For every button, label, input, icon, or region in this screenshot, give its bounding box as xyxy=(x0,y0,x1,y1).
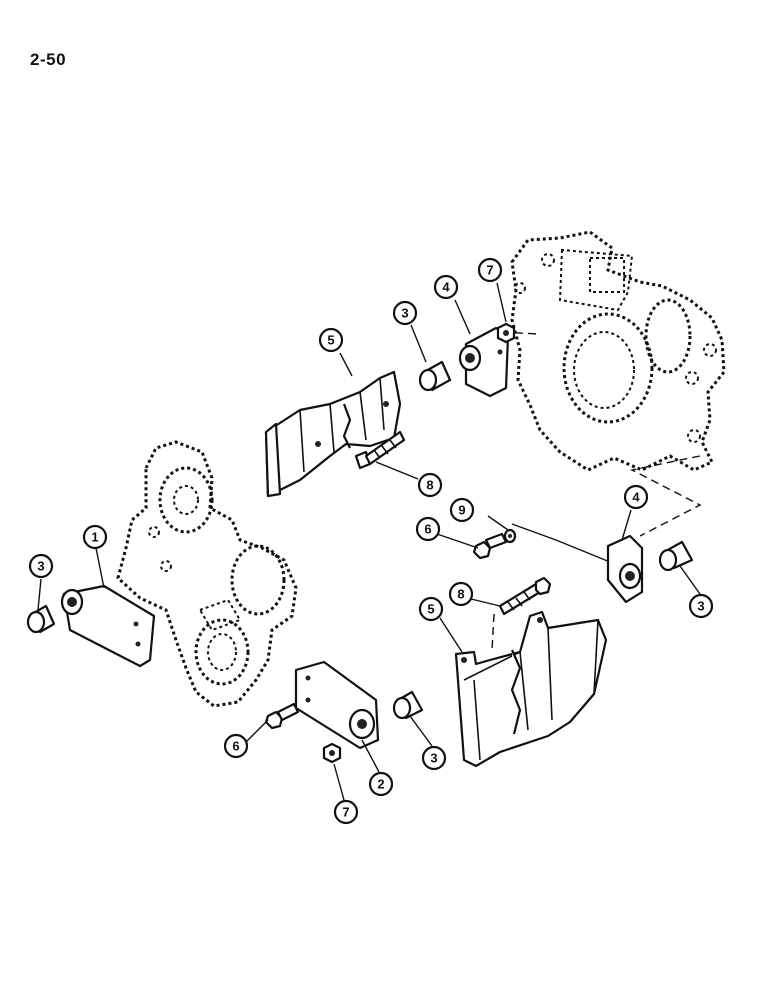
callout-3: 3 xyxy=(28,553,54,579)
svg-text:8: 8 xyxy=(457,587,464,602)
svg-text:3: 3 xyxy=(697,599,704,614)
svg-text:4: 4 xyxy=(442,280,450,295)
svg-text:1: 1 xyxy=(91,530,98,545)
page-number: 2-50 xyxy=(30,50,67,69)
bushing-upper xyxy=(418,360,452,392)
callout-7: 7 xyxy=(333,799,359,825)
bolt-upper xyxy=(354,430,406,470)
alignment-line-washer xyxy=(511,523,611,563)
support-bracket-upper xyxy=(264,370,402,498)
svg-text:3: 3 xyxy=(430,751,437,766)
bushing-lower-middle xyxy=(392,690,424,720)
support-bracket-lower xyxy=(454,610,608,768)
nut-lower xyxy=(322,742,342,764)
engine-housing-left xyxy=(116,440,298,708)
callout-3: 3 xyxy=(421,745,447,771)
callout-8: 8 xyxy=(417,472,443,498)
engine-housing-right xyxy=(510,230,726,472)
svg-text:5: 5 xyxy=(427,602,434,617)
callout-4: 4 xyxy=(623,484,649,510)
leader-lines xyxy=(37,282,701,801)
svg-text:5: 5 xyxy=(327,333,334,348)
bolt-upper-middle xyxy=(472,532,508,560)
callout-8: 8 xyxy=(448,581,474,607)
callout-4: 4 xyxy=(433,274,459,300)
svg-text:3: 3 xyxy=(401,306,408,321)
nut-upper xyxy=(496,322,516,344)
callout-9: 9 xyxy=(449,497,475,523)
svg-text:8: 8 xyxy=(426,478,433,493)
svg-text:9: 9 xyxy=(458,503,465,518)
alignment-line-housing-right xyxy=(629,455,702,537)
callout-3: 3 xyxy=(688,593,714,619)
callout-7: 7 xyxy=(477,257,503,283)
alignment-line-bolt-8 xyxy=(491,613,495,651)
callout-5: 5 xyxy=(318,327,344,353)
callout-6: 6 xyxy=(223,733,249,759)
svg-text:6: 6 xyxy=(424,522,431,537)
lock-washer xyxy=(503,528,517,544)
svg-text:2: 2 xyxy=(377,777,384,792)
svg-text:3: 3 xyxy=(37,559,44,574)
svg-text:6: 6 xyxy=(232,739,239,754)
mount-plate-right xyxy=(606,534,644,604)
callout-5: 5 xyxy=(418,596,444,622)
callout-6: 6 xyxy=(415,516,441,542)
mount-plate-lower xyxy=(294,660,380,750)
svg-text:4: 4 xyxy=(632,490,640,505)
svg-text:7: 7 xyxy=(342,805,349,820)
bushing-left xyxy=(26,604,56,634)
bushing-right xyxy=(658,540,694,572)
bolt-middle xyxy=(498,576,552,616)
callout-2: 2 xyxy=(368,771,394,797)
callout-3: 3 xyxy=(392,300,418,326)
bolt-lower xyxy=(264,702,300,730)
svg-text:7: 7 xyxy=(486,263,493,278)
callout-1: 1 xyxy=(82,524,108,550)
mount-plate-upper xyxy=(458,326,510,398)
